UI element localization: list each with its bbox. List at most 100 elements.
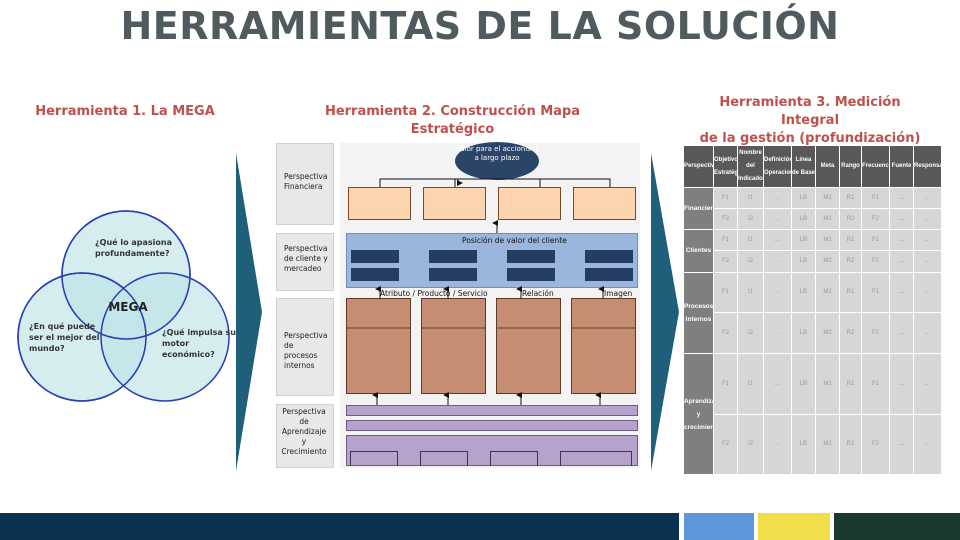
table-cell: F2 (713, 413, 738, 476)
table-cell: R2 (839, 312, 862, 355)
table-cell: M2 (815, 208, 840, 231)
learning-cell (420, 451, 468, 466)
strategy-arrows (372, 178, 611, 405)
table-cell: R1 (839, 229, 862, 252)
image-label: Imagen (604, 289, 633, 298)
tool3-heading: Herramienta 3. Medición Integral de la g… (690, 94, 930, 148)
table-cell: … (763, 413, 792, 476)
footer-bar-yellow (758, 513, 830, 540)
financial-objective-box (348, 187, 411, 220)
table-cell: F2 (861, 413, 890, 476)
table-cell: F1 (861, 353, 890, 415)
learning-cell (350, 451, 398, 466)
col-indicador: Nombre del Indicador (737, 145, 764, 188)
table-cell: F1 (861, 271, 890, 314)
table-cell: LB (791, 229, 816, 252)
col-objetivos: Objetivos Estratégicos (713, 145, 738, 188)
table-cell: … (763, 186, 792, 210)
attribute-label: Atributo / Producto / Servicio (380, 289, 488, 298)
financial-objective-box (573, 187, 636, 220)
table-cell: R2 (839, 250, 862, 273)
customer-bar (507, 250, 555, 263)
table-cell: M2 (815, 413, 840, 476)
table-cell: F1 (713, 229, 738, 252)
table-cell: LB (791, 250, 816, 273)
venn-circle-top-outline (61, 210, 191, 340)
customer-bar (585, 268, 633, 281)
table-cell: … (913, 312, 942, 355)
table-cell: … (913, 186, 942, 210)
table-cell: … (763, 229, 792, 252)
table-cell: … (889, 208, 914, 231)
table-cell: … (889, 353, 914, 415)
table-cell: … (889, 271, 914, 314)
footer-bar-navy (0, 513, 679, 540)
table-cell: LB (791, 413, 816, 476)
learning-bar (346, 420, 638, 431)
col-linea-base: Línea de Base (791, 145, 816, 188)
table-cell: … (913, 229, 942, 252)
table-cell: M2 (815, 250, 840, 273)
table-cell: R1 (839, 353, 862, 415)
financial-objective-box (498, 187, 561, 220)
table-cell: … (913, 208, 942, 231)
table-cell: I1 (737, 353, 764, 415)
perspective-procesos: Perspectiva de procesos internos (276, 298, 334, 396)
col-rango: Rango (839, 145, 862, 188)
process-box (421, 298, 486, 394)
table-perspective-cell: Clientes (683, 229, 714, 273)
table-cell: … (889, 413, 914, 476)
venn-label-economic: ¿Qué impulsa su motor económico? (162, 328, 236, 359)
table-cell: … (889, 229, 914, 252)
table-cell: … (763, 271, 792, 314)
table-cell: F1 (713, 271, 738, 314)
venn-label-mega: MEGA (108, 300, 148, 314)
table-cell: … (889, 312, 914, 355)
learning-cell (490, 451, 538, 466)
customer-bar (429, 250, 477, 263)
table-cell: R2 (839, 413, 862, 476)
table-cell: F1 (713, 353, 738, 415)
table-cell: R2 (839, 208, 862, 231)
footer-bar-blue (684, 513, 754, 540)
col-responsable: Responsable (913, 145, 942, 188)
posicion-valor-label: Posición de valor del cliente (462, 236, 567, 245)
table-cell: M1 (815, 229, 840, 252)
tool3-heading-line2: de la gestión (profundización) (699, 131, 921, 146)
table-cell: LB (791, 353, 816, 415)
table-cell: M1 (815, 186, 840, 210)
table-cell: F2 (713, 208, 738, 231)
table-cell: I2 (737, 250, 764, 273)
table-cell: LB (791, 208, 816, 231)
venn-label-passion: ¿Qué lo apasiona profundamente? (95, 238, 172, 258)
table-cell: F2 (713, 312, 738, 355)
table-header-row: Perspectiva Objetivos Estratégicos Nombr… (683, 145, 942, 188)
table-cell: R1 (839, 186, 862, 210)
table-cell: … (913, 271, 942, 314)
table-perspective-cell: Aprendizaje y crecimiento (683, 353, 714, 475)
table-cell: … (913, 250, 942, 273)
table-cell: … (763, 208, 792, 231)
table-cell: I1 (737, 186, 764, 210)
venn-label-best: ¿En qué puede ser el mejor del mundo? (29, 322, 100, 353)
process-box (496, 298, 561, 394)
page-title: HERRAMIENTAS DE LA SOLUCIÓN (120, 4, 840, 48)
learning-bar (346, 405, 638, 416)
relation-label: Relación (522, 289, 554, 298)
customer-bar (507, 268, 555, 281)
tool2-heading: Herramienta 2. Construcción Mapa Estraté… (324, 104, 581, 137)
table-cell: F2 (713, 250, 738, 273)
perspective-cliente: Perspectiva de cliente y mercadeo (276, 233, 334, 291)
chevron-arrow-2 (651, 153, 679, 471)
table-cell: I1 (737, 271, 764, 314)
tool1-heading: Herramienta 1. La MEGA (35, 104, 215, 119)
table-cell: F1 (713, 186, 738, 210)
footer-bar-green (834, 513, 960, 540)
process-dividers (346, 327, 636, 329)
process-box (346, 298, 411, 394)
